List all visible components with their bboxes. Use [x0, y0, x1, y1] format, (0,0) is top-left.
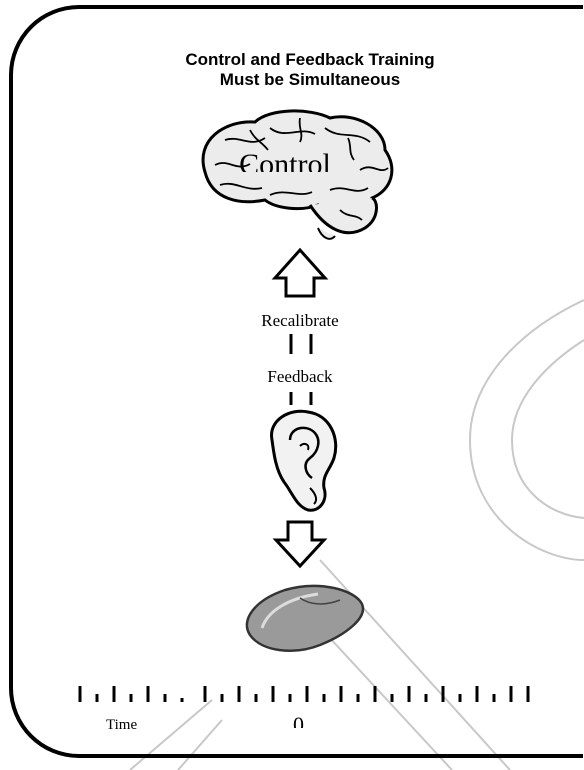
- time-label: Time: [106, 716, 137, 734]
- zero-label: 0: [293, 712, 304, 728]
